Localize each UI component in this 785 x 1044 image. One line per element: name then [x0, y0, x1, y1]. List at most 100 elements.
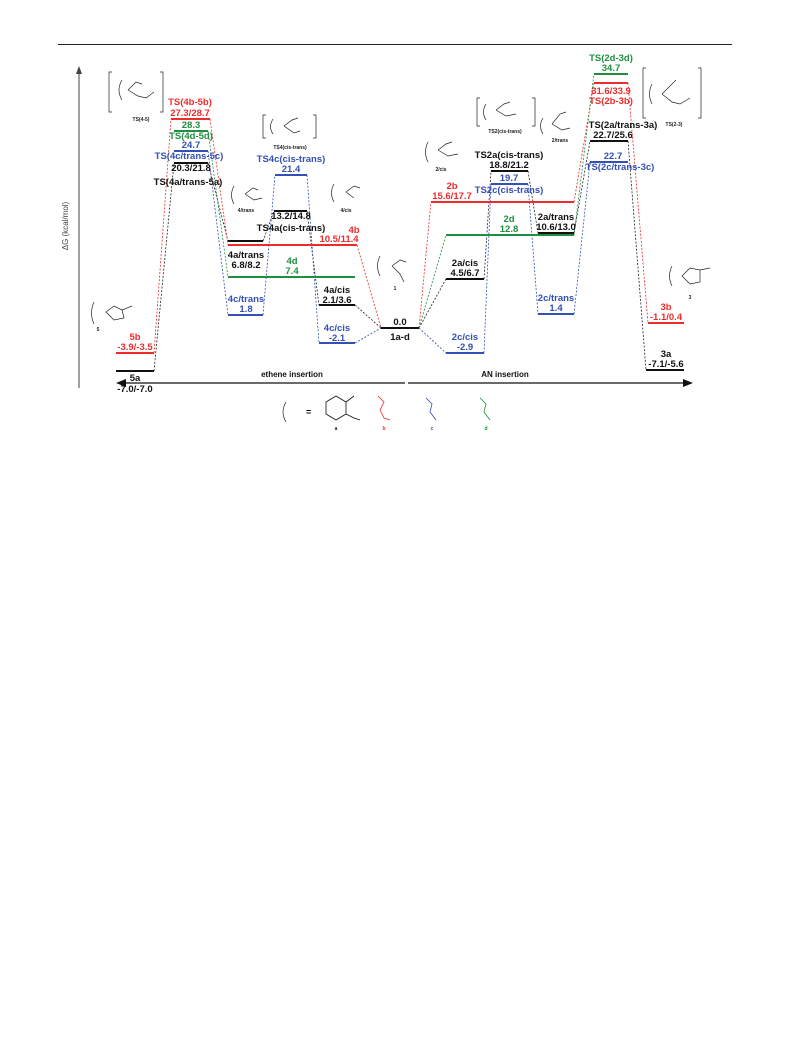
label-4b: 4b: [348, 225, 359, 236]
structure-5: [91, 301, 133, 325]
connector-a-4atrans-ts4a: [262, 210, 275, 242]
structure-4cis: [331, 183, 361, 203]
energy-profile-diagram: ΔG (kcal/mol) ethene insertion AN insert…: [61, 53, 711, 432]
header-rule: [58, 44, 732, 45]
structure-ts4cis: [262, 114, 317, 139]
label-ts2c3c: TS(2c/trans-3c): [586, 162, 655, 173]
connector-b-4b-1: [356, 244, 382, 329]
label-2b: 2b: [446, 181, 457, 192]
y-axis-label: ΔG (kcal/mol): [61, 201, 70, 250]
connector-c-ts-4ctrans: [207, 150, 229, 316]
value-ts4d5d: 28.3: [182, 120, 201, 131]
value-4acis: 2.1/3.6: [322, 295, 351, 306]
label-ts2d3d: TS(2d-3d): [589, 53, 633, 64]
an-insertion-label: AN insertion: [481, 370, 529, 379]
label-ts4a-cistrans: TS4a(cis-trans): [257, 223, 326, 234]
connector-a-5a-ts: [153, 162, 175, 372]
connector-a-2acis-ts2a: [483, 170, 492, 280]
structure-label-2cis: 2/cis: [435, 167, 446, 173]
value-2ctrans: 1.4: [549, 303, 563, 314]
structure-labels: TS(4-5) TS4(cis-trans) 4/trans 4/cis 5 1…: [97, 117, 692, 333]
label-ts4c5c: TS(4c/trans-5c): [155, 151, 224, 162]
label-5a: 5a: [130, 373, 141, 384]
label-4acis: 4a/cis: [324, 285, 350, 296]
connector-a-ts-3a: [627, 140, 647, 371]
value-ts4c5c: 24.7: [182, 140, 201, 151]
value-ts2a3a: 22.7/25.6: [593, 130, 633, 141]
value-ts2a-cistrans: 18.8/21.2: [489, 160, 529, 171]
ligand-c-sketch: [425, 397, 437, 421]
energy-levels: [116, 73, 684, 372]
ethene-insertion-label: ethene insertion: [261, 370, 323, 379]
ligand-d-sketch: [479, 397, 491, 421]
structure-sketches: [91, 67, 711, 325]
structure-4trans: [231, 185, 263, 205]
connector-d-ts-4d: [207, 130, 229, 278]
connector-c-ts4c-4ccis: [306, 174, 320, 344]
structure-ts45: [108, 71, 164, 113]
label-ts4d5d: TS(4d-5d): [169, 131, 213, 142]
label-4d: 4d: [286, 256, 297, 267]
label-2atrans: 2a/trans: [538, 212, 574, 223]
label-2ctrans: 2c/trans: [538, 293, 574, 304]
label-ts4b5b: TS(4b-5b): [168, 97, 212, 108]
value-5b: -3.9/-3.5: [117, 342, 153, 353]
label-2ccis: 2c/cis: [452, 332, 478, 343]
value-ts4c-cistrans: 21.4: [282, 164, 301, 175]
label-1ad: 1a-d: [390, 332, 410, 343]
value-ts4a5a: 20.3/21.8: [171, 163, 211, 174]
value-4ctrans: 1.8: [239, 304, 252, 315]
structure-label-4cis: 4/cis: [340, 208, 351, 214]
connector-c-1-2ccis: [418, 327, 447, 354]
structure-label-ts23: TS(2-3): [666, 122, 683, 128]
structure-label-1: 1: [394, 286, 397, 292]
ligand-key-equals: =: [306, 407, 311, 417]
value-4ccis: -2.1: [329, 333, 346, 344]
value-4d: 7.4: [285, 266, 299, 277]
connector-c-2ctrans-ts: [573, 161, 591, 315]
ligand-b-label: b: [382, 426, 385, 432]
structure-label-ts45: TS(4-5): [133, 117, 150, 123]
connector-a-4acis-1: [354, 304, 382, 329]
value-ts2c-cistrans: 19.7: [500, 173, 519, 184]
value-2d: 12.8: [500, 224, 519, 235]
label-ts2b3b: TS(2b-3b): [589, 96, 633, 107]
connector-b-ts-3b: [627, 82, 649, 324]
value-3a: -7.1/-5.6: [648, 359, 683, 370]
value-4b: 10.5/11.4: [319, 234, 359, 245]
structure-2trans: [540, 111, 571, 135]
connector-c-2ccis-ts2c: [483, 183, 492, 354]
label-ts2a-cistrans: TS2a(cis-trans): [475, 150, 544, 161]
value-2atrans: 10.6/13.0: [536, 222, 576, 233]
value-4atrans: 6.8/8.2: [231, 260, 260, 271]
value-1ad: 0.0: [393, 317, 406, 328]
label-2acis: 2a/cis: [452, 258, 478, 269]
connector-a-2atrans-ts: [573, 140, 591, 234]
connector-a-1-2acis: [418, 278, 447, 329]
connector-c-4ccis-1: [354, 327, 382, 344]
value-ts2d3d: 34.7: [602, 63, 621, 74]
structure-label-ts4cis: TS4(cis-trans): [273, 145, 307, 151]
axes: ΔG (kcal/mol) ethene insertion AN insert…: [61, 66, 693, 388]
label-ts4c-cistrans: TS4c(cis-trans): [257, 154, 326, 165]
connector-a-ts2a-2atrans: [527, 170, 539, 234]
label-ts2a3a: TS(2a/trans-3a): [589, 120, 658, 131]
label-5b: 5b: [129, 332, 140, 343]
ethene-arrow-head: [116, 379, 126, 387]
label-4atrans: 4a/trans: [228, 250, 264, 261]
label-2d: 2d: [503, 214, 514, 225]
ligand-d-label: d: [484, 426, 487, 432]
ligand-a-sketch: [325, 395, 361, 421]
value-2b: 15.6/17.7: [432, 191, 472, 202]
value-2acis: 4.5/6.7: [450, 268, 479, 279]
value-5a: -7.0/-7.0: [117, 384, 152, 395]
structure-label-5: 5: [97, 327, 100, 333]
level-labels: 5a -7.0/-7.0 5b -3.9/-3.5 TS(4b-5b) 27.3…: [117, 53, 683, 395]
structure-label-4trans: 4/trans: [238, 208, 255, 214]
value-3b: -1.1/0.4: [650, 312, 683, 323]
structure-1: [377, 255, 407, 283]
y-axis-arrow: [76, 66, 82, 74]
ligand-b-sketch: [377, 395, 391, 421]
label-4ccis: 4c/cis: [324, 323, 350, 334]
